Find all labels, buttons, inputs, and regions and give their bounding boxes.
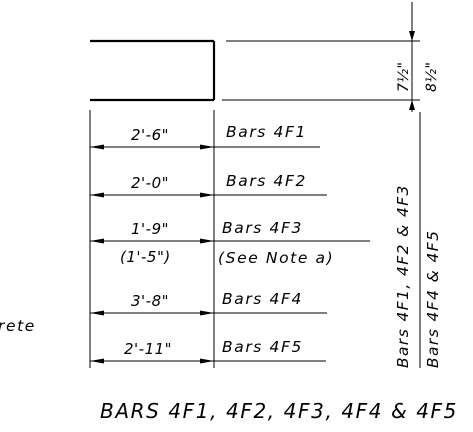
thickness-arrow-up (409, 100, 415, 110)
dimension-row-f5 (90, 358, 326, 364)
arrow-right-f3 (200, 238, 214, 244)
arrow-left-f1 (90, 144, 104, 150)
vertical-label-group-a: Bars 4F1, 4F2 & 4F3 (394, 184, 412, 368)
dimension-row-f1 (90, 144, 320, 150)
thickness-inner: 7½" (396, 62, 412, 92)
slab-outline (90, 39, 216, 102)
arrow-left-f5 (90, 358, 104, 364)
dimension-f3-alt: (1'-5") (120, 248, 171, 266)
arrow-left-f2 (90, 192, 104, 198)
dimension-f3: 1'-9" (131, 220, 169, 238)
arrow-right-f1 (200, 144, 214, 150)
thickness-outer: 8½" (424, 62, 440, 92)
drawing-title: BARS 4F1, 4F2, 4F3, 4F4 & 4F5 (100, 399, 458, 423)
dimension-row-f4 (90, 310, 327, 316)
dimension-f4: 3'-8" (131, 292, 169, 310)
arrow-right-f5 (200, 358, 214, 364)
bar-label-f1: Bars 4F1 (226, 123, 307, 141)
extension-lines (89, 110, 215, 368)
dimension-row-f3 (90, 238, 370, 244)
vertical-label-group-b: Bars 4F4 & 4F5 (424, 230, 442, 368)
dimension-f5: 2'-11" (124, 340, 172, 358)
side-label: rete (0, 317, 36, 335)
bar-note-f3: (See Note a) (218, 249, 334, 267)
bar-label-f5: Bars 4F5 (222, 338, 303, 356)
dimension-f2: 2'-0" (131, 174, 169, 192)
bar-label-f4: Bars 4F4 (222, 290, 303, 308)
arrow-left-f3 (90, 238, 104, 244)
arrow-right-f2 (200, 192, 214, 198)
dimension-row-f2 (90, 192, 327, 198)
thickness-arrow-down (409, 31, 415, 41)
dimension-f1: 2'-6" (131, 126, 169, 144)
reference-lines (222, 2, 420, 112)
bar-label-f3: Bars 4F3 (222, 219, 303, 237)
arrow-right-f4 (200, 310, 214, 316)
arrow-left-f4 (90, 310, 104, 316)
bar-label-f2: Bars 4F2 (226, 172, 307, 190)
